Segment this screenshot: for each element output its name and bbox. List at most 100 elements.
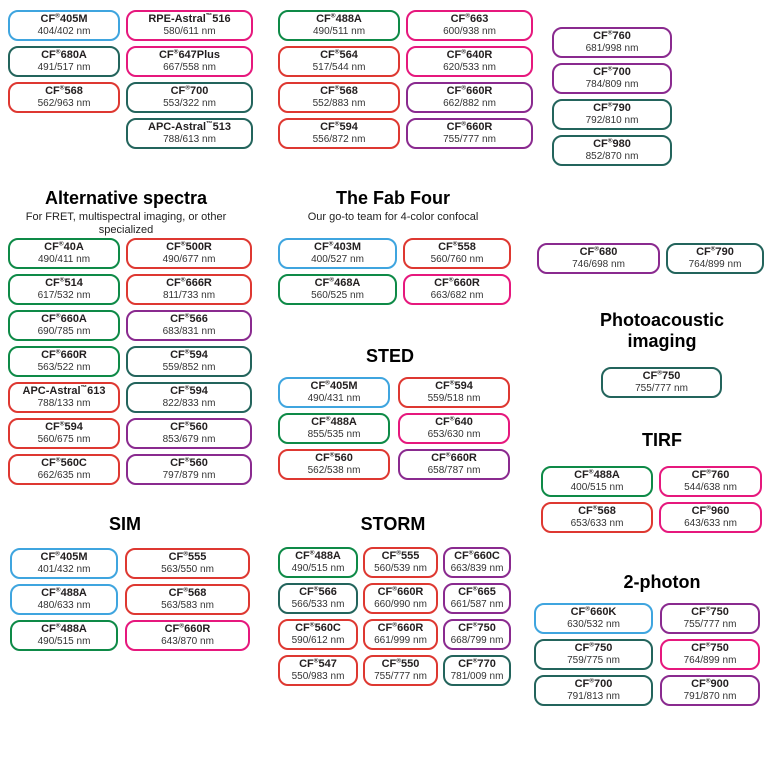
dye-name: CF®660R [377,621,424,635]
dye-wavelengths: 663/839 nm [450,563,504,575]
dye-wavelengths: 560/525 nm [311,290,364,302]
dye-wavelengths: 643/633 nm [684,518,737,530]
dye-name: CF®750 [574,641,613,655]
dye-wavelengths: 658/787 nm [427,465,481,477]
dye-wavelengths: 661/999 nm [374,635,427,647]
dye-wavelengths: 662/635 nm [37,470,91,482]
dye-name: CF®700 [574,677,613,691]
dye-name: CF®660K [570,605,617,619]
dye-name: CF®488A [41,622,87,636]
dye-wavelengths: 560/539 nm [374,563,427,575]
dye-name: CF®790 [593,101,631,115]
dye-wavelengths: 855/535 nm [307,429,361,441]
dye-name: CF®550 [381,657,420,671]
dye-wavelengths: 401/432 nm [37,564,91,576]
dye-wavelengths: 580/611 nm [163,26,216,38]
dye-wavelengths: 792/810 nm [585,115,639,127]
dye-name: CF®560C [295,621,341,635]
dye-name: CF®660R [164,622,211,636]
dye-wavelengths: 566/533 nm [291,599,345,611]
dye-wavelengths: 784/809 nm [585,79,639,91]
dye-name: CF®660R [431,451,477,465]
dye-name: CF®660R [434,276,480,290]
dye-wavelengths: 617/532 nm [37,290,91,302]
dye-wavelengths: 563/550 nm [161,564,214,576]
dye-name: CF®700 [593,65,631,79]
dye-wavelengths: 683/831 nm [162,326,216,338]
dye-wavelengths: 562/963 nm [37,98,91,110]
dye-name: CF®750 [458,621,496,635]
dye-wavelengths: 667/558 nm [163,62,216,74]
dye-name: CF®555 [168,550,207,564]
dye-name: CF®405M [310,379,358,393]
dye-wavelengths: 490/411 nm [37,254,91,266]
dye-wavelengths: 755/777 nm [683,619,737,631]
dye-name: CF®647Plus [158,48,221,62]
dye-wavelengths: 653/630 nm [427,429,481,441]
dye-wavelengths: 544/638 nm [684,482,737,494]
dye-wavelengths: 490/515 nm [291,563,345,575]
dye-wavelengths: 560/675 nm [37,434,91,446]
section-header-tirf: TIRF [560,430,764,451]
dye-name: CF®750 [642,369,681,383]
dye-name: CF®640R [446,48,493,62]
dye-name: CF®500R [166,240,212,254]
dye-name: CF®790 [696,245,734,259]
dye-name: CF®594 [170,384,208,398]
dye-wavelengths: 755/777 nm [374,671,427,683]
dye-wavelengths: 490/677 nm [162,254,216,266]
dye-wavelengths: 764/899 nm [683,655,737,667]
dye-name: CF®40A [44,240,84,254]
section-title-two-photon: 2-photon [623,572,701,592]
